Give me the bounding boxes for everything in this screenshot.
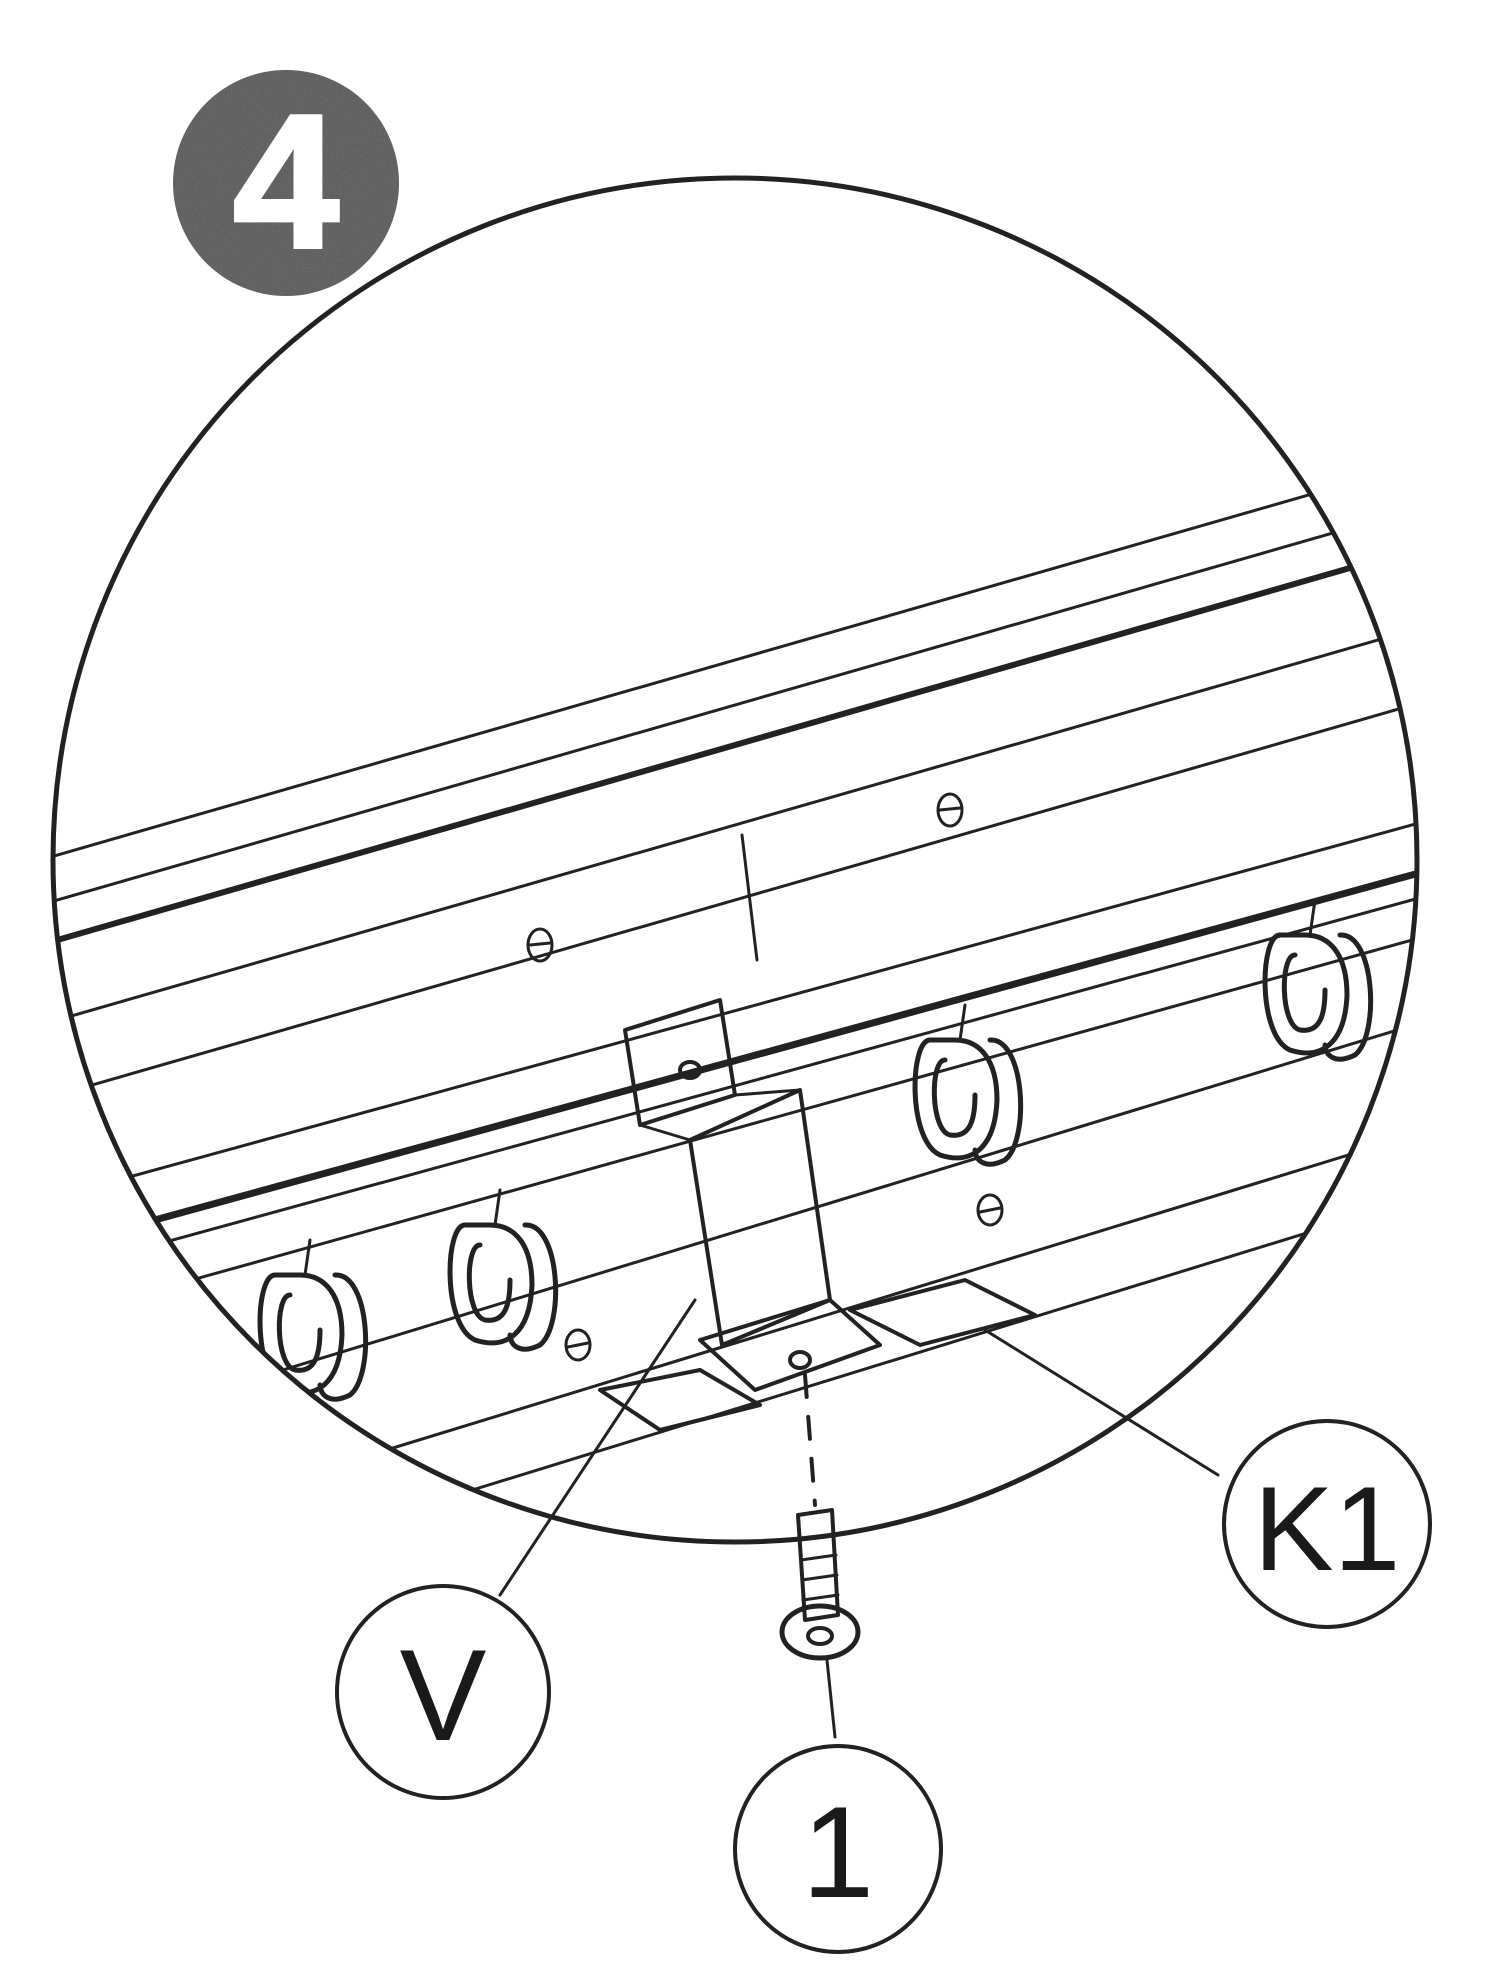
callout-v: V	[335, 1584, 551, 1800]
curtain-gliders	[257, 898, 1374, 1402]
plate-k1	[598, 1278, 1037, 1432]
callout-k1-label: K1	[1254, 1462, 1401, 1596]
step-badge: 4	[173, 70, 399, 296]
callout-screw-1-circle	[733, 1744, 943, 1954]
connector-bracket-v	[623, 998, 882, 1392]
rail-assembly	[53, 458, 1417, 1502]
screw-guide-line	[803, 1373, 817, 1507]
callout-screw-1-label: 1	[802, 1779, 874, 1925]
callout-k1: K1	[1222, 1419, 1432, 1629]
callout-k1-circle	[1222, 1419, 1432, 1629]
leader-lines	[498, 1298, 1220, 1739]
screw-1	[779, 1373, 861, 1661]
detail-view	[50, 175, 1420, 1545]
callout-v-circle	[335, 1584, 551, 1800]
callout-v-label: V	[400, 1622, 487, 1768]
detail-circle-outline	[50, 175, 1420, 1545]
panel-screws	[526, 792, 1004, 1362]
callout-screw-1: 1	[733, 1744, 943, 1954]
step-number: 4	[233, 76, 339, 288]
